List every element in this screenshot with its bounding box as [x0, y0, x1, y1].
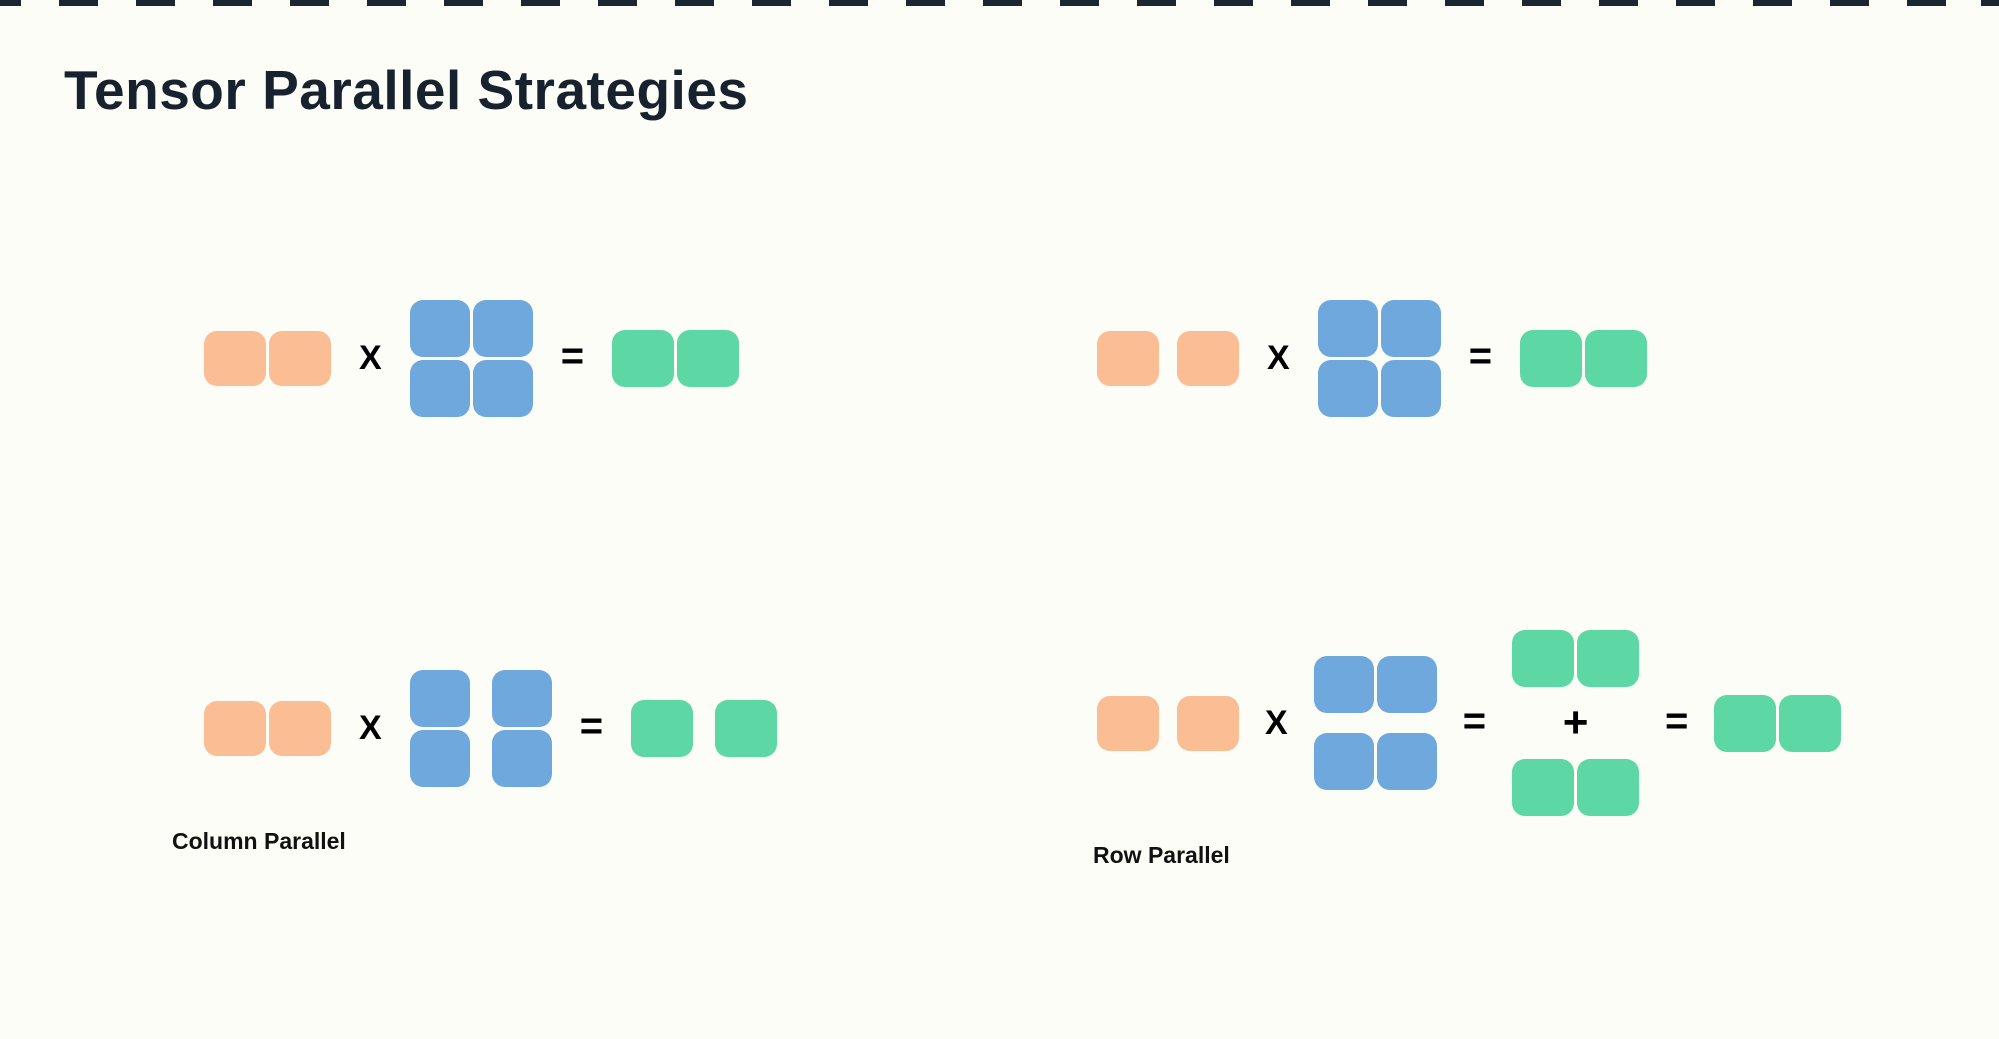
weight-block — [1313, 733, 1374, 790]
page-title: Tensor Parallel Strategies — [64, 59, 749, 121]
weight-block — [409, 669, 470, 727]
diagram-row-parallel: X = + = — [1097, 628, 1842, 818]
weight-matrix — [409, 299, 533, 417]
weight-block — [409, 359, 470, 417]
partial-output-vector — [1512, 759, 1640, 816]
equals-operator: = — [1462, 699, 1487, 743]
diagram-full-matmul-right: X = — [1097, 299, 1648, 417]
weight-row — [1313, 733, 1437, 790]
row-parallel-label: Row Parallel — [1093, 842, 1230, 868]
weight-block — [409, 729, 470, 787]
input-block — [1097, 695, 1159, 751]
input-block — [1177, 330, 1239, 386]
input-vector — [204, 700, 331, 756]
weight-matrix-column-split — [409, 669, 552, 787]
output-block — [1577, 759, 1640, 816]
weight-matrix-row-split — [1313, 656, 1437, 790]
input-block — [1177, 695, 1239, 751]
column-parallel-label: Column Parallel — [172, 828, 346, 854]
equals-operator: = — [579, 704, 604, 748]
weight-row — [1313, 656, 1437, 713]
equals-operator: = — [560, 334, 585, 378]
weight-block — [472, 359, 533, 417]
weight-block — [1313, 656, 1374, 713]
output-block — [1714, 694, 1777, 752]
input-vector-split — [1097, 695, 1239, 751]
output-block — [1577, 630, 1640, 687]
multiply-operator: X — [1265, 704, 1288, 742]
input-block — [204, 330, 266, 386]
multiply-operator: X — [1267, 339, 1290, 377]
output-block — [715, 699, 778, 757]
output-block — [1585, 329, 1648, 387]
output-vector — [1520, 329, 1648, 387]
output-vector — [612, 329, 740, 387]
weight-column — [409, 669, 470, 787]
input-vector — [204, 330, 331, 386]
plus-operator: + — [1562, 698, 1589, 747]
weight-block — [491, 729, 552, 787]
multiply-operator: X — [359, 709, 382, 747]
weight-block — [409, 299, 470, 357]
output-block — [631, 699, 694, 757]
partial-output-vector — [1512, 630, 1640, 687]
output-vector-split — [631, 699, 778, 757]
weight-block — [491, 669, 552, 727]
multiply-operator: X — [359, 339, 382, 377]
weight-block — [472, 299, 533, 357]
output-block — [1779, 694, 1842, 752]
equals-operator: = — [1665, 699, 1689, 743]
weight-block — [1317, 359, 1378, 417]
weight-block — [1376, 656, 1437, 713]
output-block — [1512, 630, 1575, 687]
top-edge-dash-strip — [0, 0, 1999, 6]
input-block — [1097, 330, 1159, 386]
output-vector — [1714, 694, 1842, 752]
diagram-full-matmul-left: X = — [204, 299, 740, 417]
weight-block — [1376, 733, 1437, 790]
input-vector-split — [1097, 330, 1239, 386]
weight-block — [1380, 359, 1441, 417]
output-block — [1520, 329, 1583, 387]
input-block — [269, 330, 331, 386]
weight-block — [1380, 299, 1441, 357]
weight-matrix — [1317, 299, 1441, 417]
input-block — [269, 700, 331, 756]
output-block — [612, 329, 675, 387]
input-block — [204, 700, 266, 756]
output-block — [677, 329, 740, 387]
equals-operator: = — [1468, 334, 1493, 378]
partial-sum-stack: + — [1512, 630, 1640, 816]
weight-column — [491, 669, 552, 787]
weight-block — [1317, 299, 1378, 357]
diagram-column-parallel: X = — [204, 668, 778, 788]
output-block — [1512, 759, 1575, 816]
